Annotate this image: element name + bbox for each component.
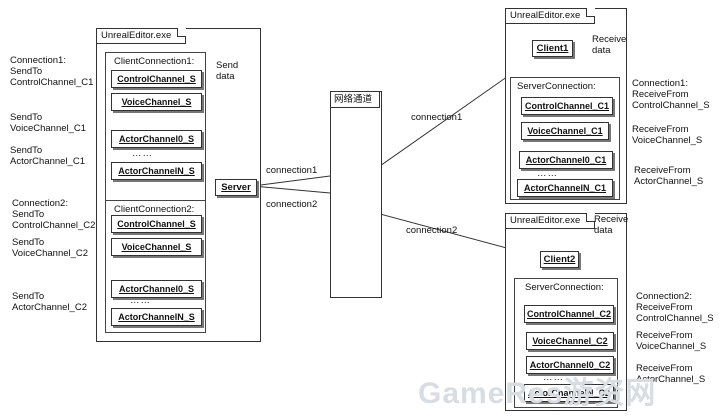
line-server-net-2 [252,185,331,194]
note-right-actor2: ReceiveFrom ActorChannel_S [636,363,706,385]
note-left-actor1: SendTo ActorChannel_C1 [10,145,85,167]
client2-actor-channel-n: ActorChannelN_S [111,308,202,326]
server1-actor-channel-0: ActorChannel0_C1 [519,151,613,169]
client2-editor-panel: UnrealEditor.exe Receive data Client2 Se… [505,213,629,411]
note-right-actor1: ReceiveFrom ActorChannel_S [634,165,704,187]
server2-control-channel: ControlChannel_C2 [524,305,614,323]
server1-actor-channel-n: ActorChannelN_C1 [517,179,613,197]
client2-actor-channel-0: ActorChannel0_S [111,280,202,298]
server-editor-tab: UnrealEditor.exe [96,28,187,44]
send-data-note: Send data [216,60,239,82]
client2-editor-tab: UnrealEditor.exe [505,213,596,229]
client2-node: Client2 [540,251,579,268]
note-left-voice1: SendTo VoiceChannel_C1 [10,112,87,134]
receive-data-note-2: Receive data [594,214,629,236]
network-channel-box: 网络通道 [330,91,382,298]
label-connection1-right: connection1 [411,112,463,123]
client1-voice-channel: VoiceChannel_S [111,93,202,111]
client2-voice-channel: VoiceChannel_S [111,238,202,256]
note-right-connection2: Connection2: ReceiveFrom ControlChannel_… [636,291,714,324]
client2-control-channel: ControlChannel_S [111,215,202,233]
server-node: Server [215,179,257,196]
note-left-connection2: Connection2: SendTo ControlChannel_C2 [12,198,96,231]
line-server-net-1 [252,175,331,187]
server-editor-panel: UnrealEditor.exe ClientConnection1: Cont… [96,28,261,342]
client2-ellipsis: …… [130,295,151,306]
server2-voice-channel: VoiceChannel_C2 [526,332,614,350]
server1-voice-channel: VoiceChannel_C1 [521,122,609,140]
server2-ellipsis: …… [543,372,564,383]
server-connection2-box: ServerConnection: ControlChannel_C2 Voic… [514,278,618,408]
client1-editor-panel: UnrealEditor.exe Client1 Receive data Se… [505,8,627,204]
note-right-voice2: ReceiveFrom VoiceChannel_S [636,330,707,352]
server-connection1-box: ServerConnection: ControlChannel_C1 Voic… [510,77,620,200]
watermark: GameRes游资网 [418,377,657,410]
note-left-voice2: SendTo VoiceChannel_C2 [12,237,89,259]
label-connection2-left: connection2 [266,199,318,210]
server1-ellipsis: …… [537,168,558,179]
client1-actor-channel-0: ActorChannel0_S [111,130,202,148]
label-connection2-right: connection2 [406,225,458,236]
note-right-voice1: ReceiveFrom VoiceChannel_S [632,124,703,146]
note-left-connection1: Connection1: SendTo ControlChannel_C1 [10,55,94,88]
client-connection1-box: ClientConnection1: ControlChannel_S Voic… [105,52,206,215]
note-right-connection1: Connection1: ReceiveFrom ControlChannel_… [632,78,710,111]
client1-control-channel: ControlChannel_S [111,70,202,88]
client-connection2-box: ClientConnection2: ControlChannel_S Voic… [105,200,206,333]
server1-control-channel: ControlChannel_C1 [521,97,613,115]
client1-editor-tab: UnrealEditor.exe [505,8,596,24]
label-connection1-left: connection1 [266,165,318,176]
server-connection1-title: ServerConnection: [517,81,596,92]
receive-data-note-1: Receive data [592,34,627,56]
network-channel-label: 网络通道 [330,91,380,108]
server-connection2-title: ServerConnection: [525,282,604,293]
server2-actor-channel-n: ActorChannelN_C2 [524,384,614,402]
note-left-actor2: SendTo ActorChannel_C2 [12,291,87,313]
client1-node: Client1 [532,40,573,57]
client1-ellipsis: …… [132,148,153,159]
server2-actor-channel-0: ActorChannel0_C2 [526,356,614,374]
client-connection2-title: ClientConnection2: [114,204,195,215]
client1-actor-channel-n: ActorChannelN_S [111,162,202,180]
client-connection1-title: ClientConnection1: [114,56,195,67]
